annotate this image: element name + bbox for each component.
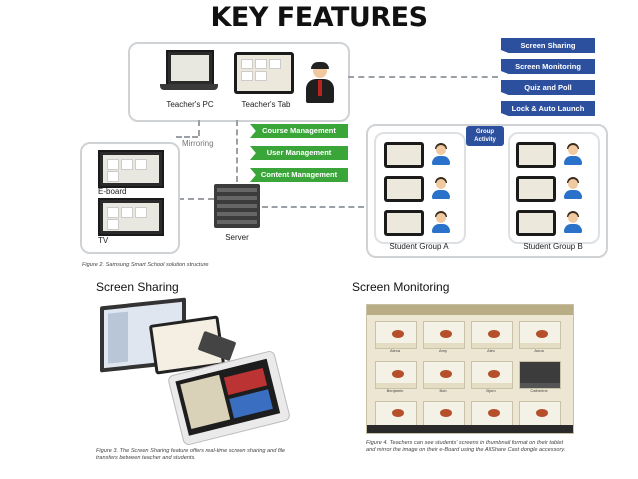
connector-server-to-students xyxy=(262,206,364,208)
feature-tag-user-management: User Management xyxy=(250,146,348,160)
figure-3-caption-line1: Figure 3. The Screen Sharing feature off… xyxy=(96,448,286,454)
teachers-pc-label: Teacher's PC xyxy=(166,100,214,109)
student-group-a-label: Student Group A xyxy=(389,242,449,251)
monitoring-bottom-bar xyxy=(367,425,573,433)
monitoring-top-bar xyxy=(367,305,573,315)
student-thumb-name: Alex xyxy=(487,348,495,353)
tv-screen-icon xyxy=(98,198,164,236)
feature-tag-course-management: Course Management xyxy=(250,124,348,138)
group-activity-label: Group Activity xyxy=(474,129,496,143)
student-thumb-name: Anna xyxy=(534,348,544,353)
eboard-screen-icon xyxy=(98,150,164,188)
student-thumb-name: Amy xyxy=(439,348,447,353)
student-thumb-name: Bob xyxy=(439,388,447,393)
student-thumb-name: Alexa xyxy=(389,348,400,353)
tv-label: TV xyxy=(98,236,109,245)
screen-monitoring-screenshot: Alexa Amy Alex Anna Benjamin Bob Bjorn C… xyxy=(366,304,574,434)
figure-4-caption-line2: and mirror the image on their e-Board us… xyxy=(366,447,566,453)
group-activity-badge: Group Activity xyxy=(466,126,504,146)
connector-tab-to-features xyxy=(348,76,498,78)
screen-sharing-photo xyxy=(96,296,306,447)
teachers-tab-label: Teacher's Tab xyxy=(241,100,291,109)
connector-mirroring-h xyxy=(176,136,198,138)
server-label: Server xyxy=(225,233,249,242)
laptop-icon xyxy=(160,50,218,94)
tablet-icon xyxy=(234,52,294,94)
feature-tag-lock-auto-launch: Lock & Auto Launch xyxy=(501,101,595,116)
screen-sharing-label: Screen Sharing xyxy=(96,280,179,294)
group-b-devices xyxy=(516,140,586,236)
connector-tab-to-server xyxy=(236,120,238,182)
student-thumb-name: Bjorn xyxy=(486,388,496,393)
feature-tag-screen-monitoring: Screen Monitoring xyxy=(501,59,595,74)
feature-tag-quiz-and-poll: Quiz and Poll xyxy=(501,80,595,95)
server-icon xyxy=(214,184,260,228)
mirroring-label: Mirroring xyxy=(182,139,214,148)
feature-tag-content-management: Content Management xyxy=(250,168,348,182)
student-group-b-label: Student Group B xyxy=(523,242,583,251)
eboard-label: E-board xyxy=(98,187,127,196)
feature-tag-screen-sharing: Screen Sharing xyxy=(501,38,595,53)
student-thumb-name: Benjamin xyxy=(386,388,404,393)
figure-2-caption: Figure 2. Samsung Smart School solution … xyxy=(82,262,209,268)
student-thumb-name: Catherine xyxy=(530,388,548,393)
figure-3-caption-line2: transfers between teacher and students. xyxy=(96,455,196,461)
connector-eboard-to-server xyxy=(178,198,214,200)
page-title: KEY FEATURES xyxy=(210,2,428,33)
connector-mirroring xyxy=(198,120,200,136)
screen-monitoring-label: Screen Monitoring xyxy=(352,280,450,294)
group-a-devices xyxy=(384,140,454,236)
figure-4-caption-line1: Figure 4. Teachers can see students' scr… xyxy=(366,440,564,446)
teacher-person-icon xyxy=(306,62,334,104)
